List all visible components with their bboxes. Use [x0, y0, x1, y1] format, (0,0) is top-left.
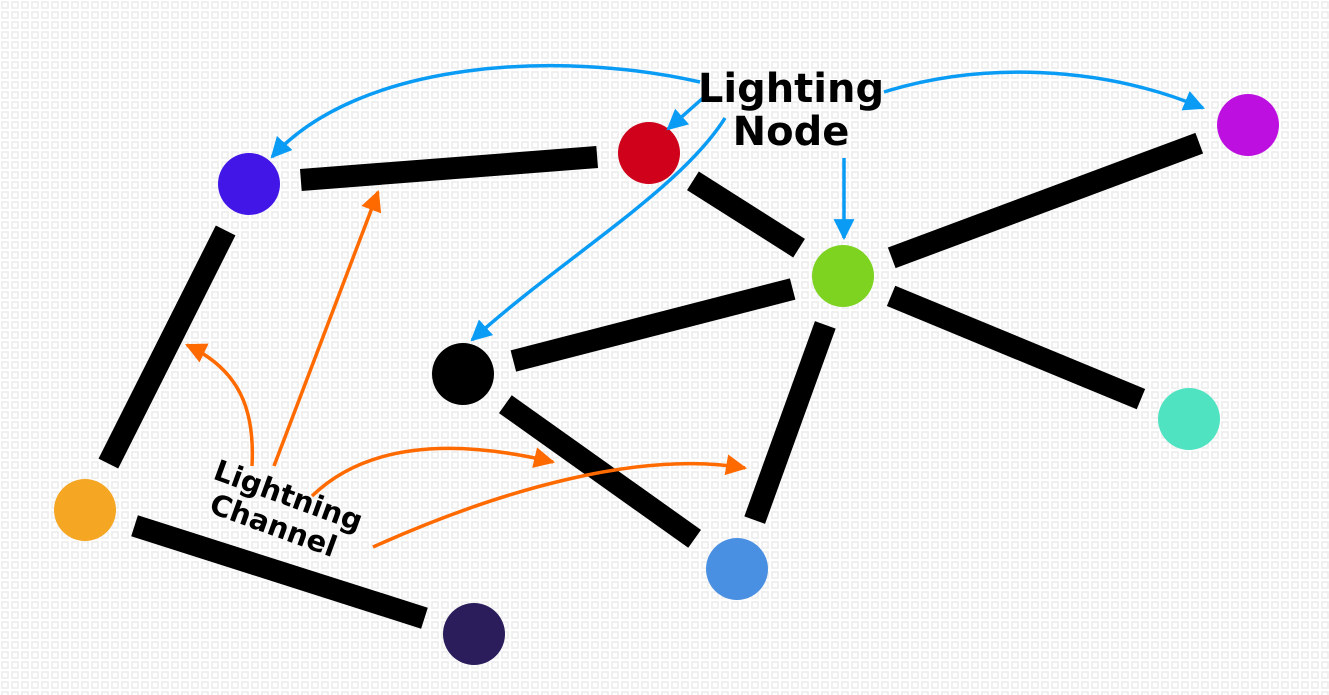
arrow-to-green-blue-channel [372, 454, 748, 549]
node-label-line-2: Node [733, 109, 850, 155]
node-navy [443, 603, 505, 665]
node-indigo [218, 153, 280, 215]
node-label-arrows [270, 63, 1205, 342]
node-green [812, 245, 874, 307]
node-black [432, 343, 494, 405]
node-label: Lighting Node [698, 66, 884, 155]
node-blue [706, 538, 768, 600]
channel-green-teal [886, 285, 1146, 410]
arrow-to-black-node [470, 117, 727, 342]
channel-orange-navy [131, 515, 428, 629]
node-red [618, 122, 680, 184]
channel-label-arrows [185, 190, 748, 549]
arrow-to-black-blue-channel [310, 446, 556, 498]
node-orange [54, 479, 116, 541]
node-label-line-1: Lighting [698, 66, 884, 112]
arrow-to-magenta-node [883, 70, 1205, 111]
arrow-to-indigo-red-channel [272, 190, 382, 467]
channel-indigo-orange [98, 225, 236, 469]
arrow-to-red-node [666, 96, 705, 131]
channel-green-magenta [887, 132, 1204, 269]
channel-green-black [510, 278, 796, 372]
nodes [54, 94, 1279, 665]
channel-red-green [687, 171, 805, 258]
arrow-to-indigo-orange-channel [185, 343, 255, 467]
channel-indigo-red [299, 146, 599, 191]
node-magenta [1217, 94, 1279, 156]
channel-green-blue [744, 321, 836, 524]
arrow-to-indigo-node [270, 63, 701, 159]
node-teal [1158, 388, 1220, 450]
